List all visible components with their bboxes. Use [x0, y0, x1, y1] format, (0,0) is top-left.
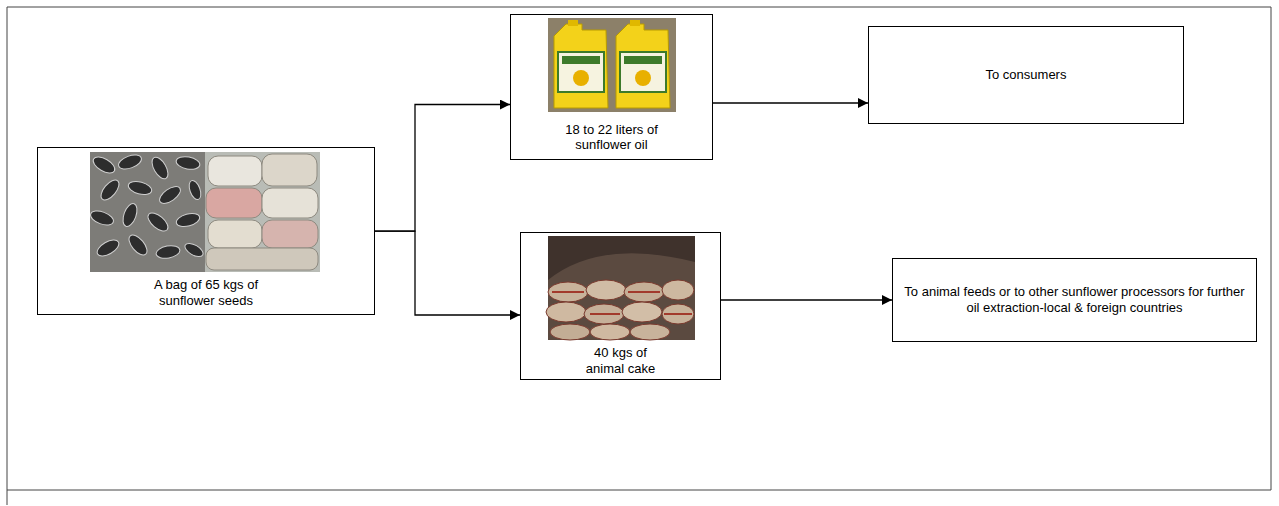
- outer-frame: [7, 7, 1271, 505]
- flow-arrow: [713, 102, 868, 103]
- box-label: To animal feeds or to other sunflower pr…: [902, 284, 1247, 315]
- flow-arrow: [721, 299, 892, 300]
- product-box: 18 to 22 liters of sunflower oil: [510, 14, 713, 160]
- destination-box: To consumers: [868, 26, 1184, 124]
- box-label: To consumers: [986, 67, 1067, 83]
- box-label: 18 to 22 liters of sunflower oil: [547, 122, 677, 153]
- flow-arrow: [375, 105, 510, 232]
- flow-arrow: [375, 231, 520, 315]
- animal-cake-picture: [546, 236, 695, 340]
- destination-box: To animal feeds or to other sunflower pr…: [892, 258, 1257, 342]
- product-box: 40 kgs of animal cake: [520, 232, 721, 380]
- product-box: A bag of 65 kgs of sunflower seeds: [37, 147, 375, 315]
- seeds-bags-picture: [89, 152, 320, 272]
- box-label: A bag of 65 kgs of sunflower seeds: [131, 277, 281, 308]
- box-label: 40 kgs of animal cake: [578, 345, 663, 376]
- oil-jugs-picture: [548, 18, 676, 112]
